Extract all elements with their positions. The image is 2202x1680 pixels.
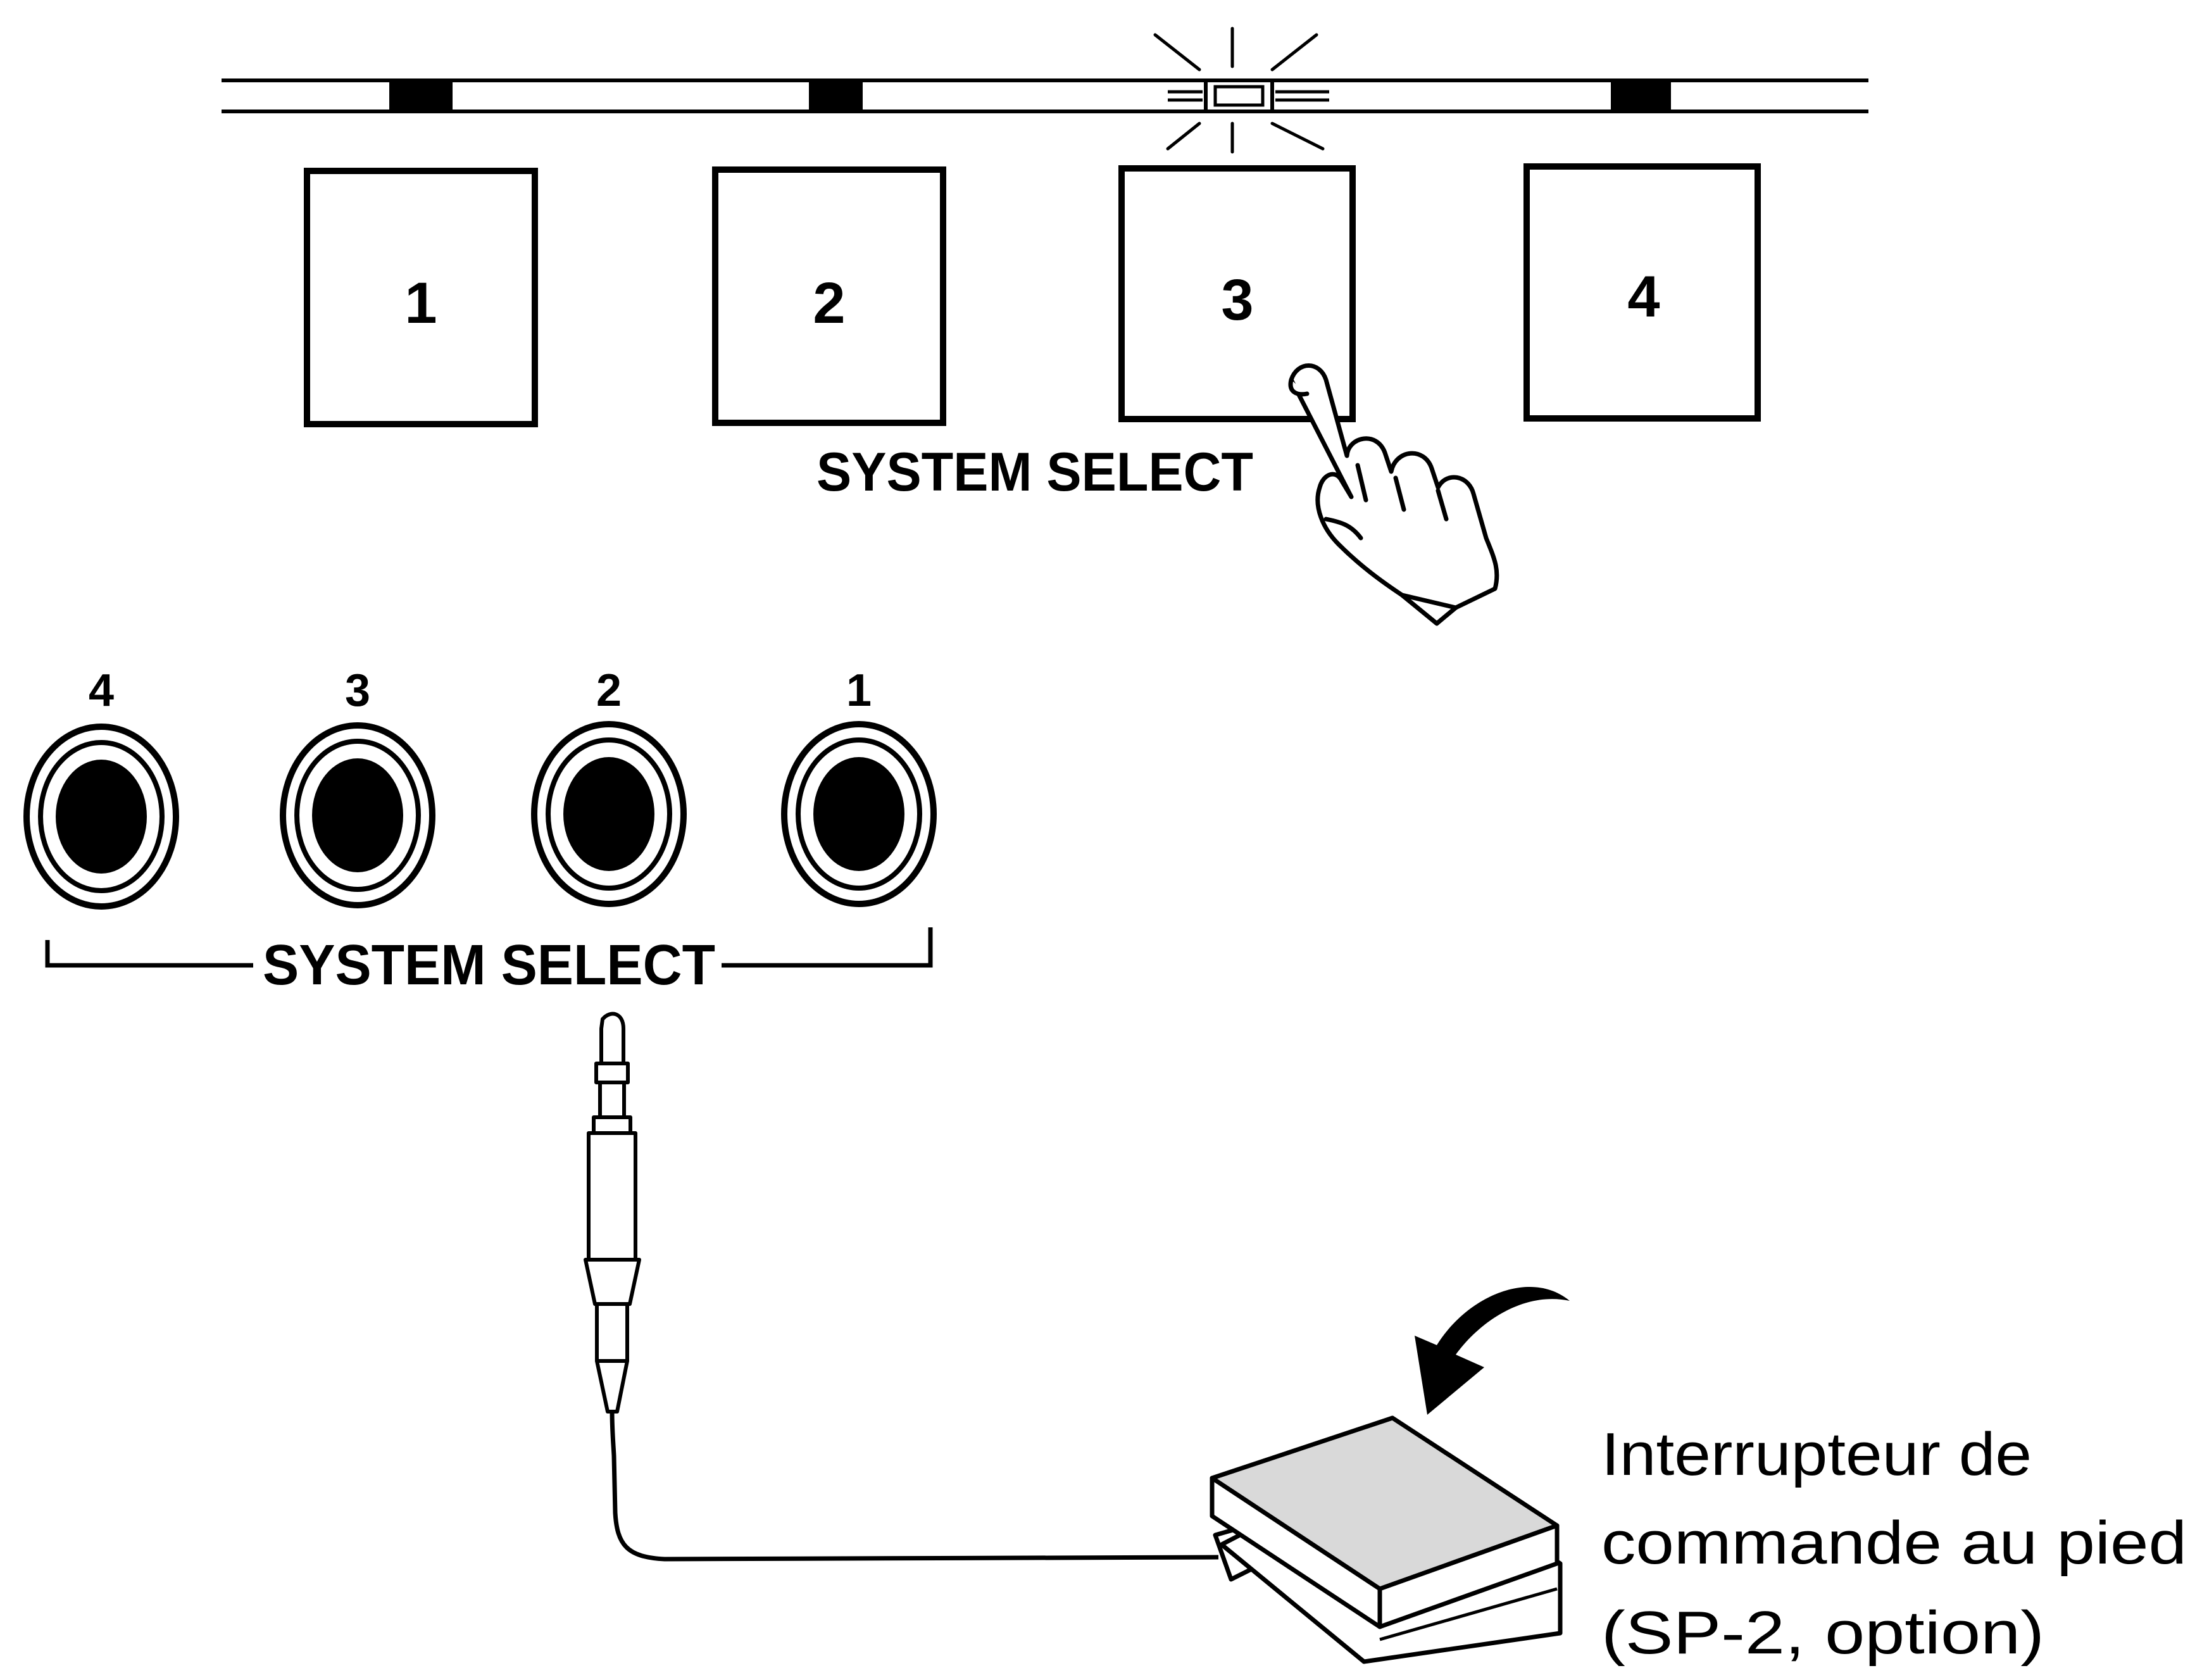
jack-bracket bbox=[45, 927, 933, 968]
caption-line-1: Interrupteur de bbox=[1601, 1420, 2032, 1488]
led-2 bbox=[809, 80, 863, 111]
phone-plug-icon bbox=[584, 1012, 641, 1414]
jack-sockets bbox=[23, 721, 937, 910]
panel-label: SYSTEM SELECT bbox=[816, 442, 1253, 503]
button-number: 2 bbox=[813, 271, 845, 335]
led-glow-icon bbox=[1153, 27, 1325, 154]
curved-arrow-icon bbox=[1415, 1286, 1570, 1415]
led-1 bbox=[389, 80, 453, 111]
button-number: 1 bbox=[404, 271, 437, 335]
jack-number: 4 bbox=[89, 665, 114, 716]
jacks-label: SYSTEM SELECT bbox=[263, 934, 715, 997]
jack-socket-4[interactable] bbox=[23, 724, 179, 910]
system-select-button-2[interactable]: 2 bbox=[712, 166, 946, 426]
button-number: 3 bbox=[1221, 268, 1253, 332]
system-select-button-1[interactable]: 1 bbox=[304, 168, 538, 427]
pointing-hand-icon bbox=[1288, 363, 1499, 626]
system-select-buttons: 1 2 3 4 bbox=[304, 163, 1761, 427]
jack-socket-1[interactable] bbox=[781, 721, 937, 907]
jack-socket-3[interactable] bbox=[280, 722, 435, 908]
jack-numbers: 4 3 2 1 bbox=[89, 665, 872, 716]
jack-number: 1 bbox=[846, 665, 872, 716]
led-3-lit bbox=[1168, 78, 1329, 113]
button-number: 4 bbox=[1627, 265, 1660, 329]
system-select-button-3[interactable]: 3 bbox=[1118, 165, 1356, 422]
jack-number: 2 bbox=[596, 665, 622, 716]
footswitch-caption: Interrupteur de commande au pied (SP-2, … bbox=[1601, 1420, 2187, 1667]
jack-number: 3 bbox=[345, 665, 370, 716]
caption-line-2: commande au pied bbox=[1601, 1509, 2187, 1577]
cable bbox=[610, 1410, 1219, 1562]
system-select-button-4[interactable]: 4 bbox=[1523, 163, 1761, 422]
caption-line-3: (SP-2, option) bbox=[1601, 1599, 2044, 1667]
led-4 bbox=[1611, 80, 1671, 111]
foot-pedal-icon[interactable] bbox=[1210, 1415, 1563, 1664]
panel-strip bbox=[222, 27, 1868, 154]
jack-socket-2[interactable] bbox=[531, 721, 687, 907]
